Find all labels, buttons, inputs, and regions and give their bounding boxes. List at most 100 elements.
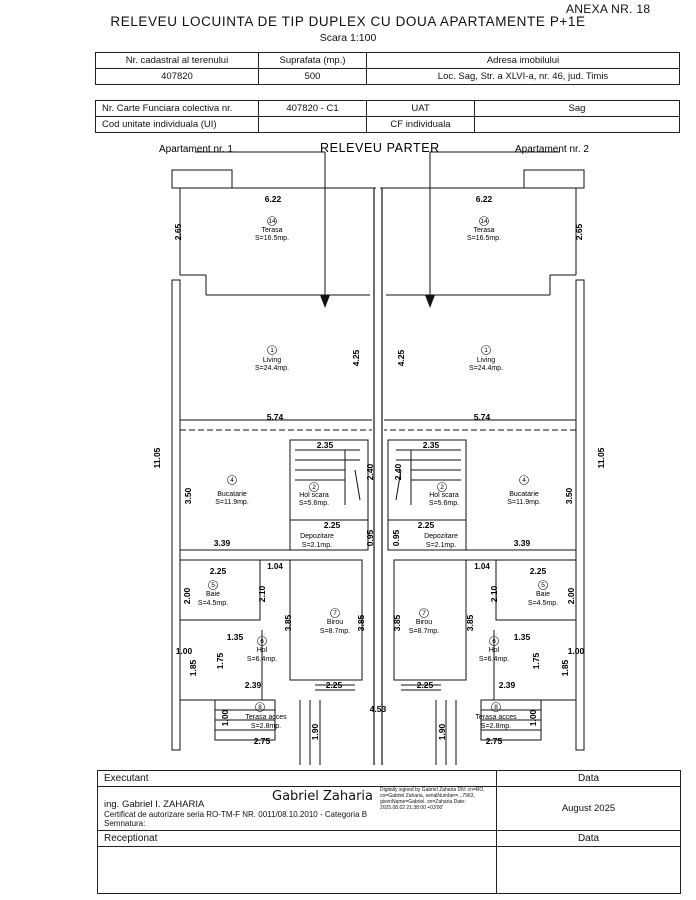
cf-label: Nr. Carte Funciara colectiva nr. (95, 100, 259, 117)
apartment-1-walls (171, 169, 377, 765)
ui-label: Cod unitate individuala (UI) (95, 116, 259, 133)
room-name-terasa-1: Terasa (261, 227, 282, 234)
dim-hol-scara-2: 2.35 (423, 440, 440, 450)
dim-190-2: 1.90 (437, 723, 447, 740)
room-num-birou-1: 7 (333, 610, 337, 617)
dim-hol-scara-1: 2.35 (317, 440, 334, 450)
dim-190-1: 1.90 (310, 723, 320, 740)
room-area-birou-1: S=8.7mp. (320, 628, 350, 635)
dim-240-2: 2.40 (393, 463, 403, 480)
room-name-hol-2: Hol (489, 647, 500, 654)
room-area-living-1: S=24.4mp. (255, 365, 289, 372)
receptionat-cell (97, 846, 497, 894)
dim-living-depth-1: 4.25 (351, 349, 361, 366)
dim-hol-width-2: 1.35 (514, 632, 531, 642)
cadastral-table: Nr. cadastral al terenului Suprafata (mp… (95, 52, 680, 85)
room-name-terasa-acces-2: Terasa acces (475, 714, 517, 721)
room-num-terasa-acces-1: 8 (258, 704, 262, 711)
dim-baie-depth-1: 2.00 (182, 587, 192, 604)
apt-left-label: Apartament nr. 1 (159, 144, 233, 155)
dim-100-2h: 1.00 (568, 646, 585, 656)
annex-number: ANEXA NR. 18 (566, 2, 651, 16)
apt-right-label: Apartament nr. 2 (515, 144, 589, 155)
dim-100-2v: 1.00 (528, 709, 538, 726)
room-num-bucatarie-2: 4 (522, 477, 526, 484)
uat-value: Sag (474, 100, 680, 117)
room-area-living-2: S=24.4mp. (469, 365, 503, 372)
room-num-living-1: 1 (270, 347, 274, 354)
room-name-bucatarie-1: Bucatarie (217, 491, 247, 498)
room-name-hol-scara-2: Hol scara (429, 492, 459, 499)
dim-095-1: 0.95 (365, 529, 375, 546)
ui-value (258, 116, 367, 133)
dim-275-2: 2.75 (486, 736, 503, 746)
data-label-2: Data (496, 830, 681, 847)
room-area-terasa-2: S=16.5mp. (467, 235, 501, 242)
dim-hol-width-1: 1.35 (227, 632, 244, 642)
dim-275-1: 2.75 (254, 736, 271, 746)
dim-baie-width-2: 2.25 (530, 566, 547, 576)
dim-birou-width-2: 2.25 (417, 680, 434, 690)
cf-value: 407820 - C1 (258, 100, 367, 117)
room-area-baie-2: S=4.5mp. (528, 600, 558, 607)
room-area-terasa-1: S=16.5mp. (255, 235, 289, 242)
room-num-bucatarie-1: 4 (230, 477, 234, 484)
dim-210-1: 2.10 (257, 585, 267, 602)
room-area-bucatarie-1: S=11.9mp. (215, 499, 249, 506)
certificate: Certificat de autorizare seria RO-TM-F N… (104, 810, 368, 819)
room-area-hol-scara-1: S=5.6mp. (299, 500, 329, 507)
room-area-birou-2: S=8.7mp. (409, 628, 439, 635)
header-adresa: Adresa imobilului (366, 52, 680, 69)
room-area-hol-scara-2: S=5.6mp. (429, 500, 459, 507)
room-num-hol-1: 6 (260, 638, 264, 645)
room-name-baie-1: Baie (206, 591, 220, 598)
dim-terasa-width: 6.22 (265, 194, 282, 204)
data-label: Data (496, 770, 681, 787)
room-num-living-2: 1 (484, 347, 488, 354)
dim-depozitare-1: 2.25 (324, 520, 341, 530)
header-cadastral: Nr. cadastral al terenului (95, 52, 259, 69)
dim-terasa-depth-2: 2.65 (574, 223, 584, 240)
signature: Gabriel Zaharia (272, 789, 373, 804)
dim-100-1v: 1.00 (220, 709, 230, 726)
signature-label: Semnatura: (104, 819, 146, 828)
cadastral-value: 407820 (95, 68, 259, 85)
dim-bucatarie-width-1: 3.39 (214, 538, 231, 548)
apartment-2-walls (379, 169, 585, 765)
dim-185-1: 1.85 (188, 659, 198, 676)
room-name-terasa-2: Terasa (473, 227, 494, 234)
room-area-depozitare-1: S=2.1mp. (302, 542, 332, 549)
dim-104-1: 1.04 (267, 562, 283, 571)
dim-104-2: 1.04 (474, 562, 490, 571)
dim-239-2: 2.39 (499, 680, 516, 690)
dim-birou-depth-1a: 3.85 (283, 614, 293, 631)
room-num-terasa-2: 14 (480, 218, 488, 225)
receptionat-date-cell (496, 846, 681, 894)
dim-210-2: 2.10 (489, 585, 499, 602)
plan-heading: RELEVEU PARTER (320, 141, 440, 155)
room-num-hol-scara-1: 2 (312, 484, 316, 491)
room-num-birou-2: 7 (422, 610, 426, 617)
room-num-terasa-acces-2: 8 (494, 704, 498, 711)
room-name-bucatarie-2: Bucatarie (509, 491, 539, 498)
document-title: RELEVEU LOCUINTA DE TIP DUPLEX CU DOUA A… (110, 14, 586, 29)
room-name-hol-1: Hol (257, 647, 268, 654)
room-num-baie-2: 5 (541, 582, 545, 589)
room-area-hol-2: S=6.4mp. (479, 656, 509, 663)
suprafata-value: 500 (258, 68, 367, 85)
room-name-depozitare-1: Depozitare (300, 533, 334, 540)
digital-signature: Digitally signed by Gabriel Zaharia DN: … (380, 787, 485, 811)
room-num-baie-1: 5 (211, 582, 215, 589)
floor-plan: Apartament nr. 1 Apartament nr. 2 RELEVE… (152, 141, 606, 765)
dim-095-2: 0.95 (391, 529, 401, 546)
dim-birou-width-1: 2.25 (326, 680, 343, 690)
uat-label: UAT (366, 100, 475, 117)
adresa-value: Loc. Sag, Str. a XLVI-a, nr. 46, jud. Ti… (366, 68, 680, 85)
dim-baie-width-1: 2.25 (210, 566, 227, 576)
room-name-baie-2: Baie (536, 591, 550, 598)
executant-name: ing. Gabriel I. ZAHARIA (104, 799, 205, 810)
room-num-hol-scara-2: 2 (440, 484, 444, 491)
receptionat-label: Receptionat (97, 830, 497, 847)
dim-baie-depth-2: 2.00 (566, 587, 576, 604)
dim-total-depth-2: 11.05 (596, 447, 606, 468)
